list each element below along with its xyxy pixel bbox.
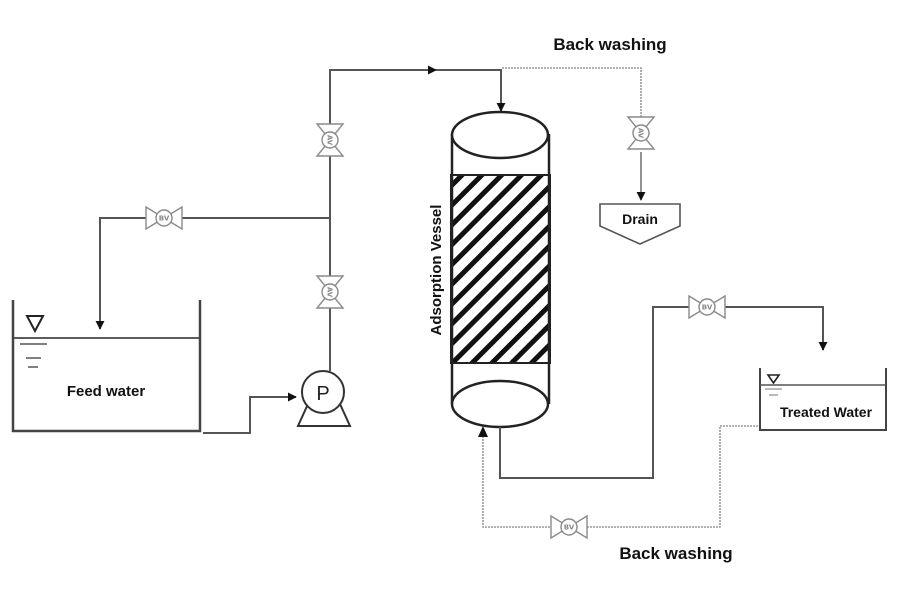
feed-water-label: Feed water [67,383,146,400]
adsorbent-bed [450,174,551,364]
back-washing-bottom-label: Back washing [619,544,732,563]
drain-shape [599,203,681,245]
valve-label: BV [159,215,170,223]
pipe-main-riser [329,65,437,371]
feed-water-tank: Feed water [11,300,202,433]
valve-av-lower[interactable]: AV [315,275,345,309]
valve-label: AV [637,128,645,139]
treated-water-label: Treated Water [780,404,873,420]
pipe-tank-to-pump [203,392,297,434]
treated-water-tank: Treated Water [759,368,887,431]
valve-label: BV [564,524,575,532]
valve-bv-feed-return[interactable]: BV [145,205,183,231]
pump-icon [301,370,345,414]
pipe-backwash-top [502,67,642,120]
valve-av-drain[interactable]: AV [626,116,656,150]
adsorption-vessel: Adsorption Vessel [428,110,551,429]
valve-bv-treated[interactable]: BV [688,294,726,320]
vessel-bottom-cap [450,379,550,429]
drain: Drain [599,203,681,245]
vessel-label: Adsorption Vessel [428,205,445,336]
pipe-backwash-bottom [482,425,758,528]
vessel-top-cap [450,110,550,160]
pipe-treated-outlet [499,306,828,479]
valve-bv-backwash[interactable]: BV [550,514,588,540]
pump[interactable]: P [296,370,352,427]
valve-label: BV [702,304,713,312]
backwash-arrow [478,426,488,437]
water-level-icon [766,374,781,385]
valve-av-upper[interactable]: AV [315,123,345,157]
valve-label: AV [326,287,334,298]
pipe-to-vessel-top [436,69,506,112]
drain-label: Drain [622,211,658,227]
valve-label: AV [326,135,334,146]
pipe-feed-return [95,217,330,330]
pump-label: P [316,383,329,405]
water-level-icon [25,315,45,334]
back-washing-top-label: Back washing [553,35,666,54]
